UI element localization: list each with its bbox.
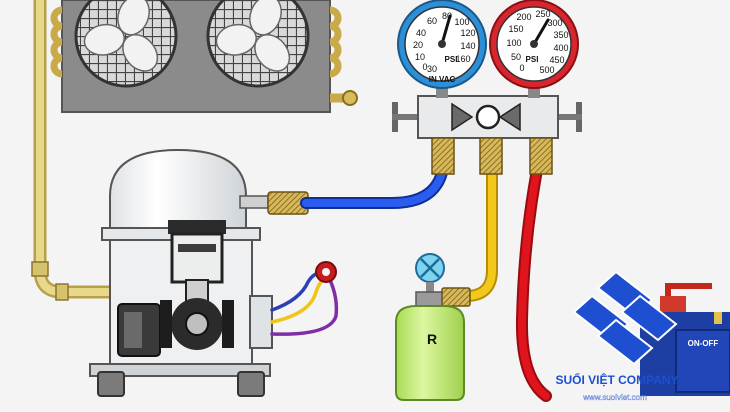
motor xyxy=(117,303,161,357)
high-pressure-gauge: 100 150 200 250 300 350 400 450 500 50 0… xyxy=(489,0,579,98)
low-tick-label: 80 xyxy=(442,11,452,21)
low-gauge-unit: PSI xyxy=(445,55,458,64)
refrigerant-cylinder: R xyxy=(395,253,471,401)
condenser-fan-left xyxy=(74,0,178,88)
low-tick-label: 60 xyxy=(427,16,437,26)
company-logo: SUỐI VIỆT COMPANY www.suoiviet.com xyxy=(555,270,679,402)
low-tick-label: 120 xyxy=(460,28,475,38)
compressor xyxy=(89,148,273,397)
low-gauge-vacuum-label: IN VAC xyxy=(429,75,456,84)
logo-mark-icon xyxy=(572,270,678,366)
high-gauge-unit: PSI xyxy=(526,55,539,64)
low-tick-label: 40 xyxy=(416,28,426,38)
low-tick-label: 20 xyxy=(413,40,423,50)
low-tick-label: 10 xyxy=(415,52,425,62)
high-tick-label: 50 xyxy=(511,52,521,62)
high-tick-label: 0 xyxy=(519,63,524,73)
low-tick-label: 30 xyxy=(427,64,437,74)
fan-blades-icon xyxy=(83,0,159,72)
cylinder-label: R xyxy=(427,331,437,347)
suction-line xyxy=(31,0,112,301)
fan-blades-icon xyxy=(215,0,291,72)
low-gauge-tick-labels: 40 60 80 100 120 140 160 20 10 0 30 xyxy=(413,11,476,74)
compressor-service-port xyxy=(239,191,309,215)
high-gauge-tick-labels: 100 150 200 250 300 350 400 450 500 50 0 xyxy=(506,9,568,75)
low-gauge-needle xyxy=(440,14,452,46)
manifold-gauge-set: 40 60 80 100 120 140 160 20 10 0 30 PSI … xyxy=(392,0,582,175)
low-pressure-gauge: 40 60 80 100 120 140 160 20 10 0 30 PSI … xyxy=(397,0,487,98)
terminal-icon xyxy=(315,261,337,283)
pump-switch-label: ON-OFF xyxy=(688,339,719,348)
high-tick-label: 400 xyxy=(553,43,568,53)
high-tick-label: 350 xyxy=(553,30,568,40)
piston-assembly xyxy=(160,220,234,350)
high-tick-label: 300 xyxy=(547,18,562,28)
high-tick-label: 150 xyxy=(508,24,523,34)
high-tick-label: 500 xyxy=(539,65,554,75)
condenser-coils xyxy=(50,6,342,78)
low-tick-label: 0 xyxy=(422,62,427,72)
condenser-outlet-pipe xyxy=(330,90,358,106)
high-tick-label: 450 xyxy=(549,55,564,65)
low-tick-label: 140 xyxy=(460,41,475,51)
high-tick-label: 200 xyxy=(516,12,531,22)
company-website: www.suoiviet.com xyxy=(582,393,647,402)
company-name: SUỐI VIỆT COMPANY xyxy=(555,372,678,387)
low-tick-label: 160 xyxy=(455,54,470,64)
low-tick-label: 100 xyxy=(454,17,469,27)
high-tick-label: 100 xyxy=(506,38,521,48)
condenser-fan-right xyxy=(206,0,310,88)
condenser-unit xyxy=(50,0,358,113)
high-tick-label: 250 xyxy=(535,9,550,19)
high-gauge-needle xyxy=(532,18,550,46)
